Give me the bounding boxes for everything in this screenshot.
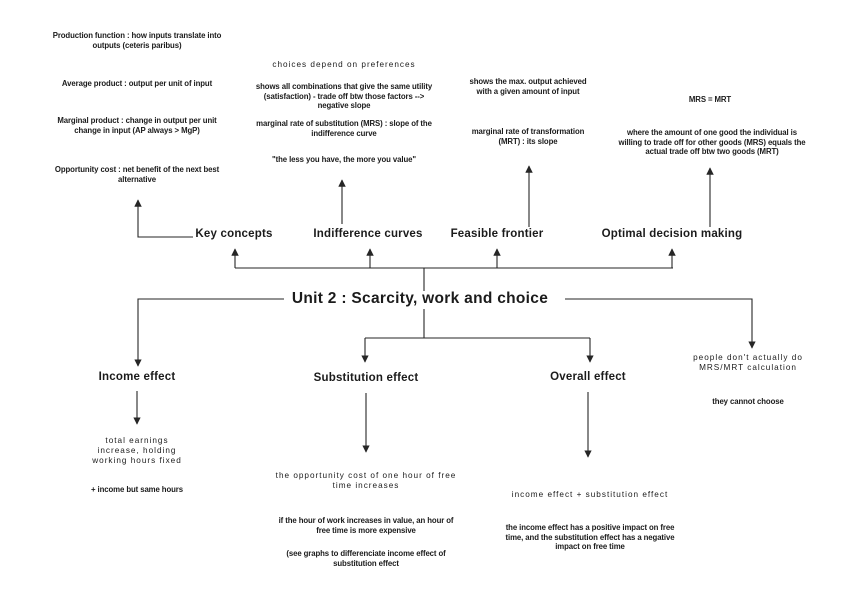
note-mrt-definition: marginal rate of transformation (MRT) : … — [471, 127, 585, 146]
note-see-graphs: (see graphs to differenciate income effe… — [286, 549, 446, 568]
branch-indifference-curves[interactable]: Indifference curves — [313, 228, 423, 240]
note-hour-work-value: if the hour of work increases in value, … — [278, 516, 454, 535]
note-quote-value: "the less you have, the more you value" — [272, 155, 416, 164]
branch-feasible-frontier[interactable]: Feasible frontier — [450, 228, 544, 240]
note-production-function: Production function : how inputs transla… — [52, 31, 222, 50]
branch-overall-effect[interactable]: Overall effect — [550, 371, 626, 383]
note-average-product: Average product : output per unit of inp… — [61, 79, 213, 88]
note-mrs-equals-mrt: MRS = MRT — [688, 95, 732, 104]
branch-optimal-decision-making[interactable]: Optimal decision making — [601, 228, 743, 240]
note-opportunity-cost: Opportunity cost : net benefit of the ne… — [54, 165, 220, 184]
root-title[interactable]: Unit 2 : Scarcity, work and choice — [291, 290, 549, 307]
note-mrs-mrt-explanation: where the amount of one good the individ… — [618, 128, 806, 157]
note-effects-impact: the income effect has a positive impact … — [505, 523, 675, 552]
note-max-output: shows the max. output achieved with a gi… — [469, 77, 587, 96]
note-no-mrs-mrt-calculation: people don't actually do MRS/MRT calcula… — [693, 353, 803, 373]
note-marginal-product: Marginal product : change in output per … — [57, 116, 217, 135]
note-same-utility: shows all combinations that give the sam… — [255, 82, 433, 111]
note-choices-preferences: choices depend on preferences — [272, 60, 416, 69]
note-opportunity-cost-free-time: the opportunity cost of one hour of free… — [275, 471, 457, 491]
note-mrs-definition: marginal rate of substitution (MRS) : sl… — [256, 119, 432, 138]
branch-key-concepts[interactable]: Key concepts — [195, 228, 273, 240]
note-income-plus-substitution: income effect + substitution effect — [511, 490, 669, 499]
note-cannot-choose: they cannot choose — [712, 397, 784, 406]
branch-substitution-effect[interactable]: Substitution effect — [313, 372, 419, 384]
note-total-earnings: total earnings increase, holding working… — [92, 436, 182, 466]
branch-income-effect[interactable]: Income effect — [98, 371, 176, 383]
note-income-same-hours: + income but same hours — [91, 485, 183, 494]
